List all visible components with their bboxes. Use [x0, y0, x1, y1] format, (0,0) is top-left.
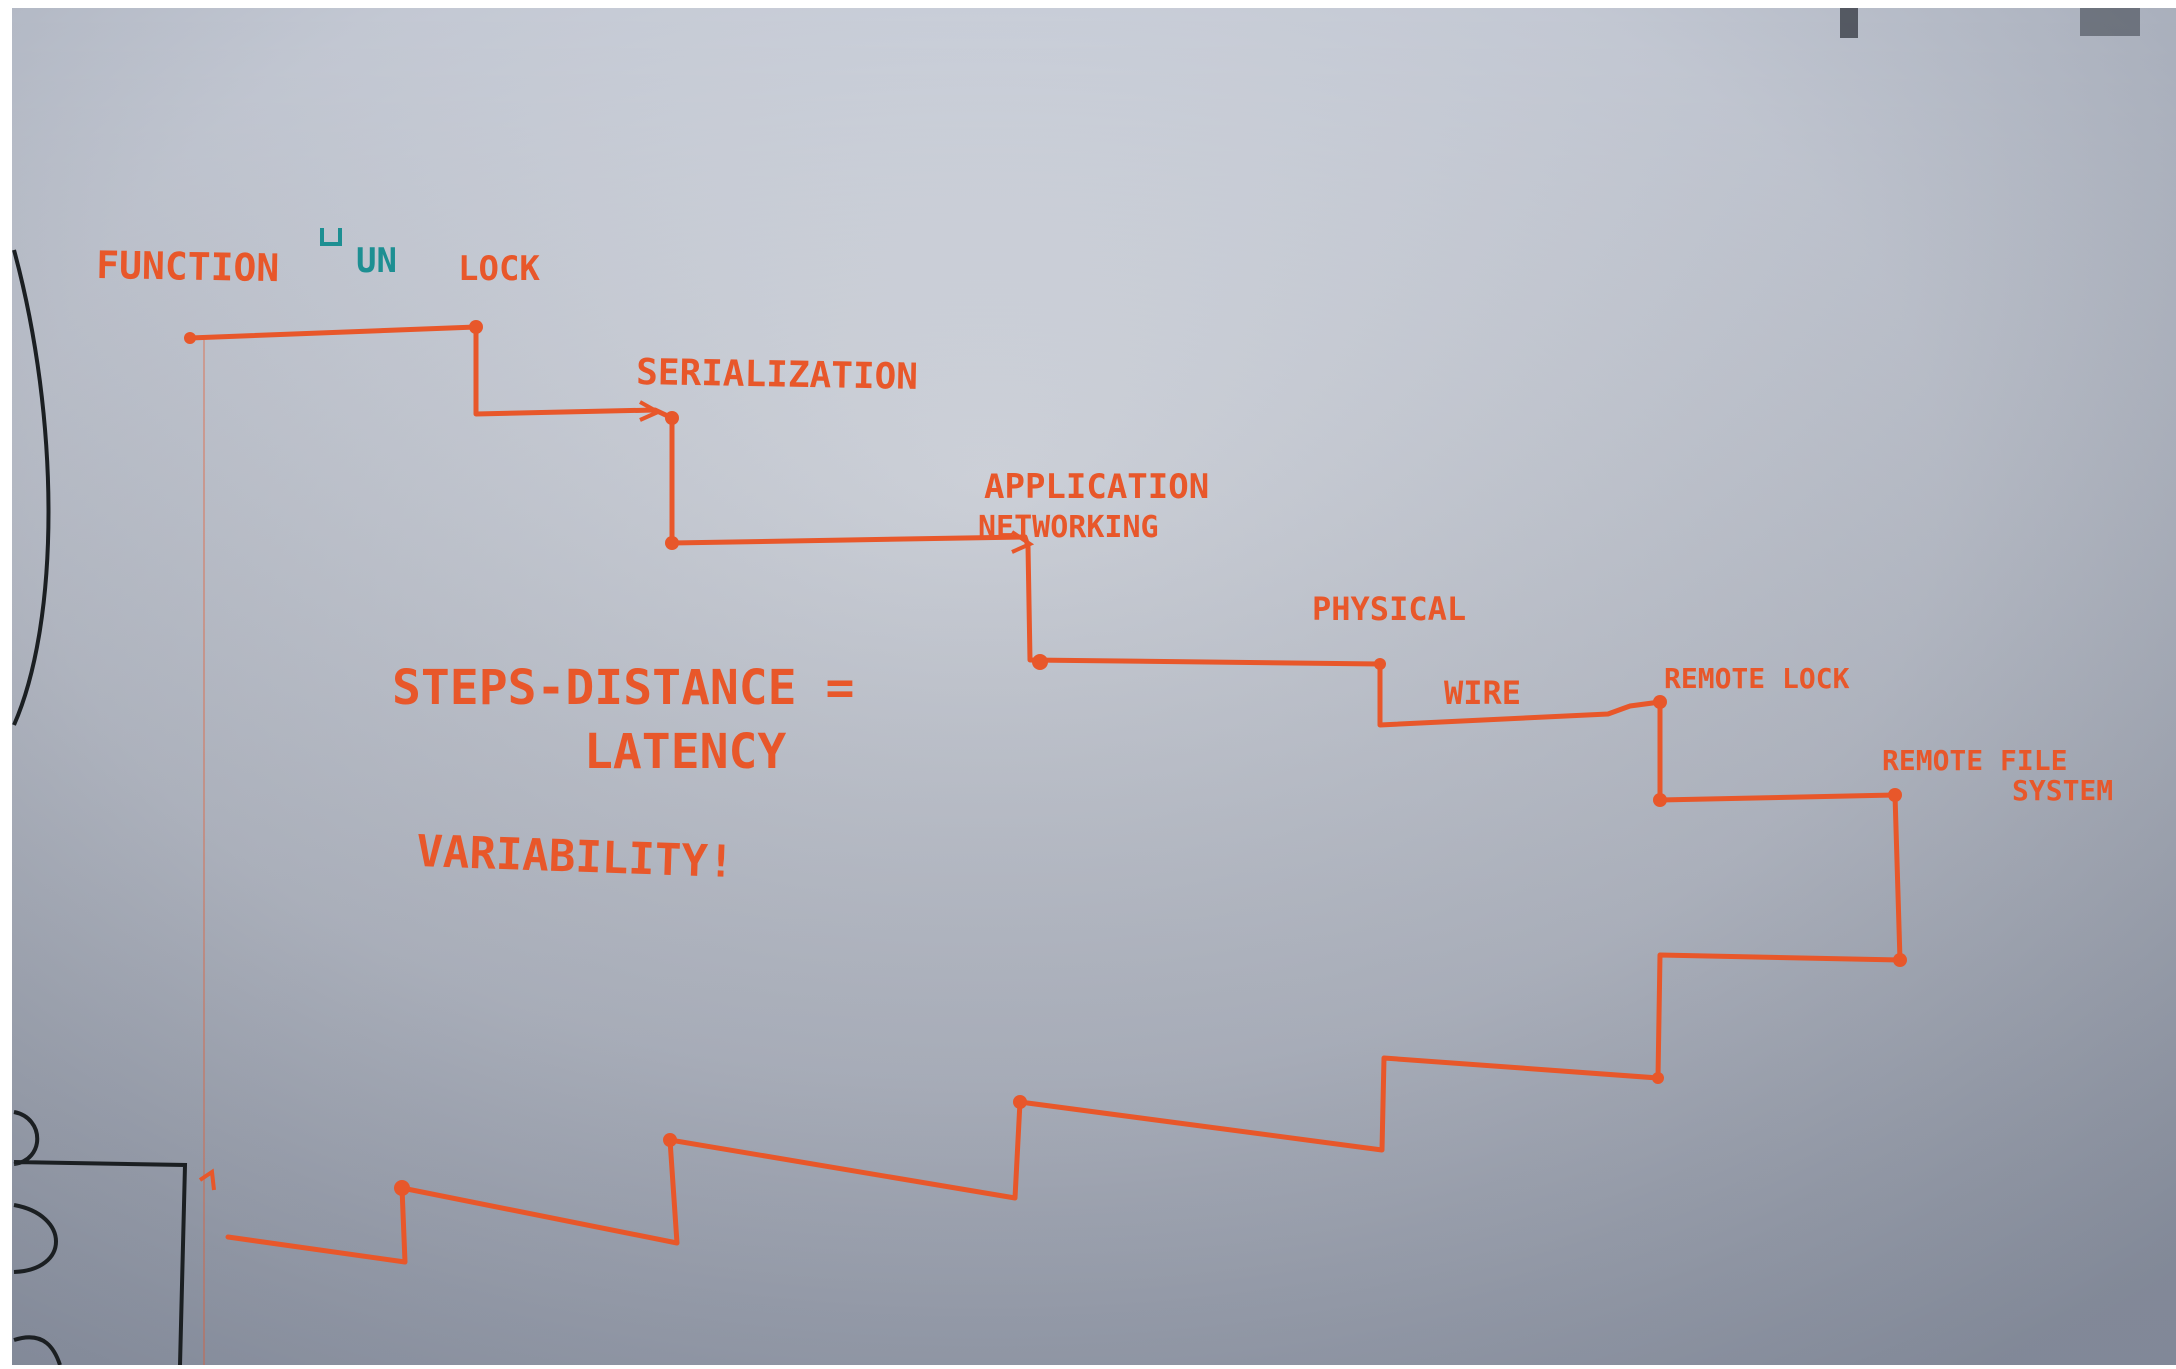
label-wire: WIRE — [1444, 674, 1521, 712]
bottom-left-sketch — [13, 1110, 188, 1366]
note-formula-line2: LATENCY — [584, 724, 786, 780]
note-variability: VARIABILITY! — [416, 826, 735, 888]
label-serialization: SERIALIZATION — [636, 352, 918, 398]
staircase-nodes — [184, 320, 1907, 1196]
label-remote-lock: REMOTE LOCK — [1664, 662, 1850, 695]
label-remote-file: REMOTE FILE — [1882, 744, 2067, 777]
note-formula-line1: STEPS-DISTANCE = — [392, 660, 854, 716]
label-function-inserted: UN — [356, 241, 397, 281]
descending-staircase — [187, 324, 1898, 803]
label-application: APPLICATION — [984, 467, 1209, 507]
label-system: SYSTEM — [2012, 774, 2113, 807]
unlock-insertion: UN — [320, 228, 397, 281]
left-edge-curve — [12, 249, 51, 726]
label-networking: NETWORKING — [978, 510, 1159, 545]
label-function-suffix: LOCK — [458, 249, 540, 289]
label-function-prefix: FUNCTION — [96, 243, 280, 290]
label-physical: PHYSICAL — [1312, 590, 1466, 628]
